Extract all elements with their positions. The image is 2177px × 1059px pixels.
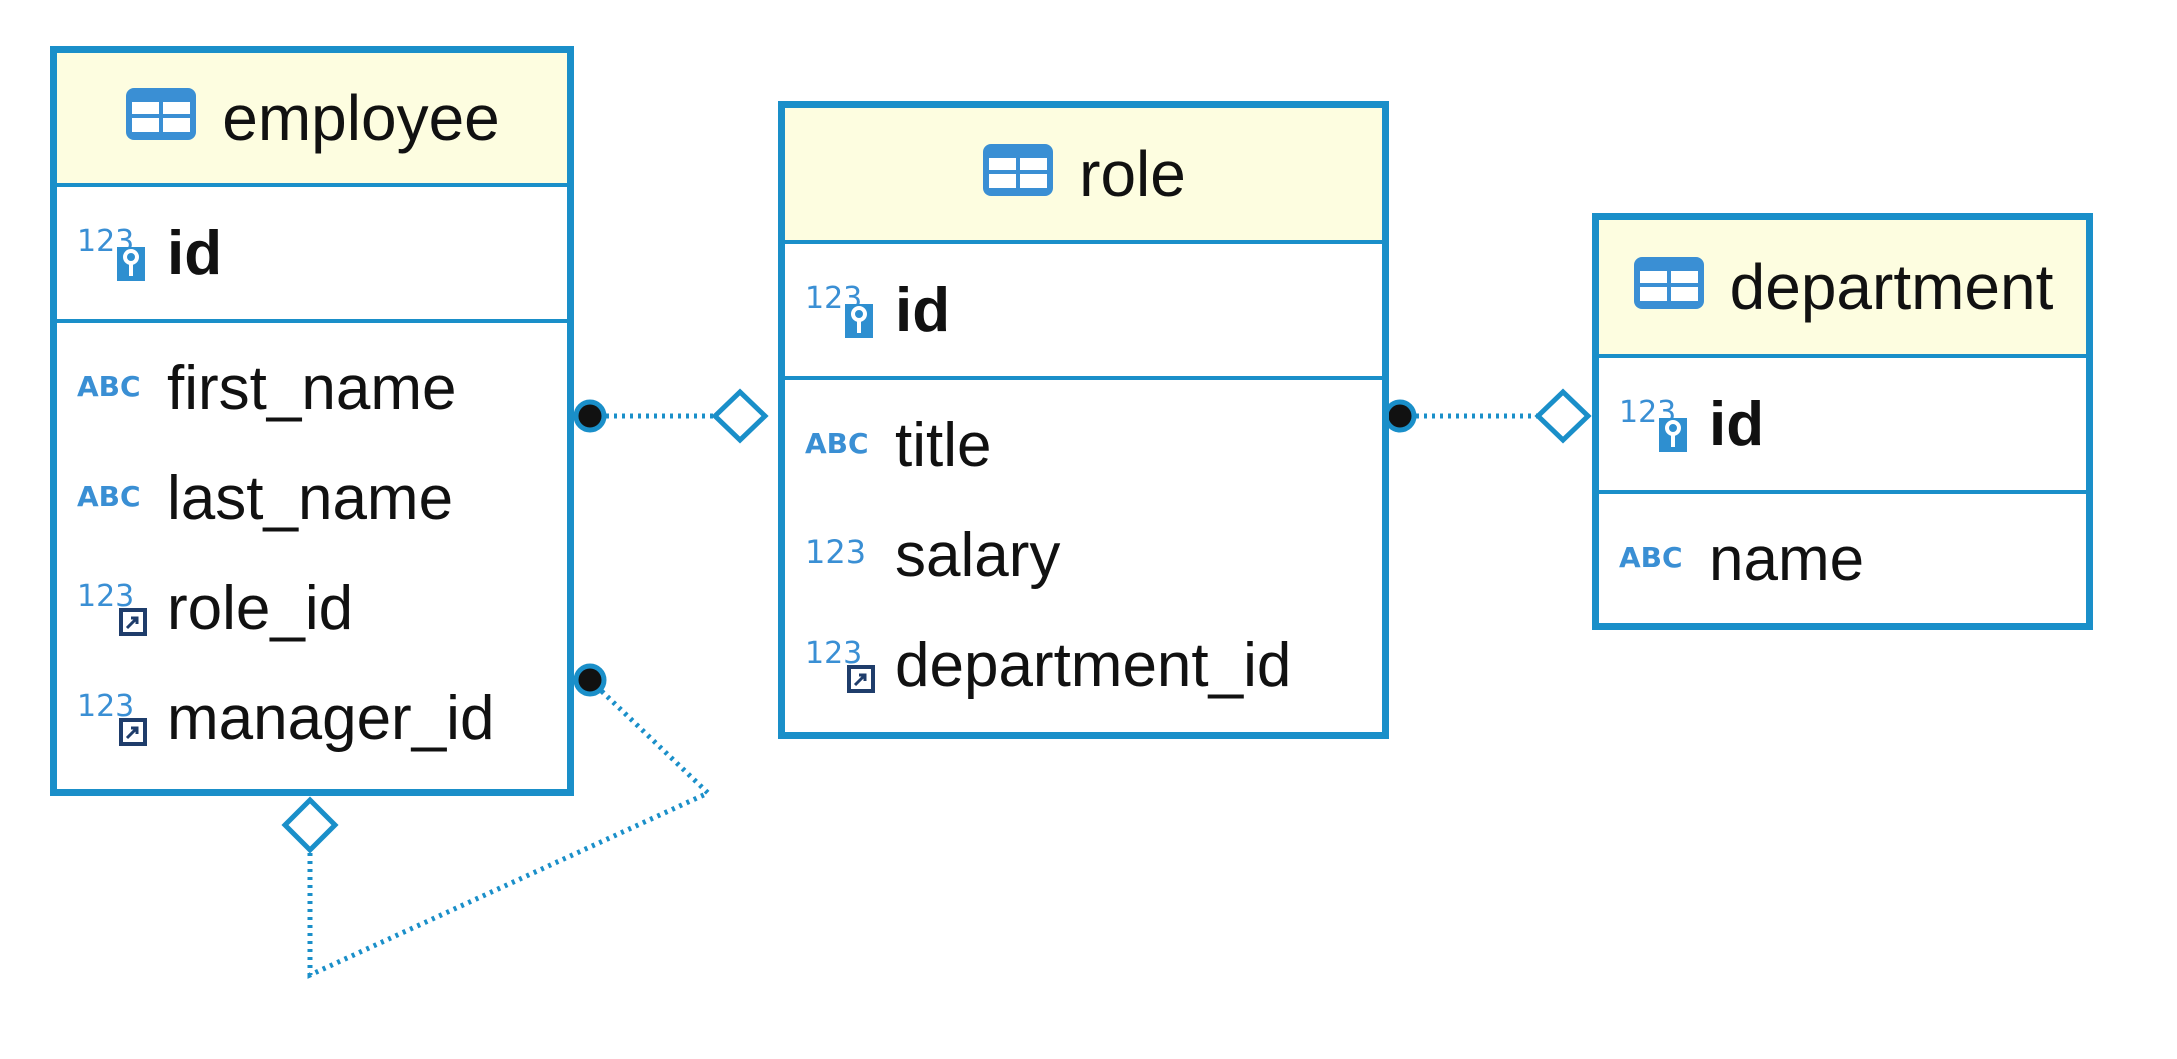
- relationship-source-dot: [1383, 399, 1417, 433]
- column-name: department_id: [895, 630, 1292, 700]
- column-row[interactable]: ABC last_name: [57, 443, 567, 553]
- pk-section: 123 id: [1599, 358, 2086, 494]
- column-name: id: [895, 275, 951, 345]
- svg-text:ABC: ABC: [77, 370, 141, 403]
- text-type-icon: ABC: [1617, 527, 1697, 591]
- column-row[interactable]: 123 role_id: [57, 553, 567, 663]
- column-row[interactable]: 123 id: [785, 255, 950, 365]
- text-type-icon: ABC: [75, 356, 155, 420]
- number-type-icon: 123: [803, 523, 883, 587]
- column-name: first_name: [167, 353, 457, 423]
- relationship-employee-role[interactable]: [573, 388, 769, 444]
- relationship-source-dot: [573, 663, 607, 697]
- column-row[interactable]: 123 id: [1599, 369, 1764, 479]
- column-name: last_name: [167, 463, 454, 533]
- svg-text:ABC: ABC: [1619, 541, 1683, 574]
- relationship-source-dot: [573, 399, 607, 433]
- pk-section: 123 id: [57, 187, 567, 323]
- relationship-employee-manager[interactable]: [281, 663, 713, 979]
- column-row[interactable]: ABC name: [1599, 504, 2086, 614]
- entity-title: department: [1729, 251, 2054, 323]
- relationship-target-diamond: [1534, 388, 1592, 444]
- pk-section: 123 id: [785, 244, 1382, 380]
- columns-section: ABC title 123 salary 123 department_id: [785, 380, 1382, 720]
- entity-title: role: [1079, 138, 1186, 210]
- column-name: name: [1709, 524, 1865, 594]
- column-row[interactable]: 123 department_id: [785, 610, 1382, 720]
- relationship-target-diamond: [281, 796, 339, 854]
- column-name: title: [895, 410, 992, 480]
- relationship-role-department[interactable]: [1383, 388, 1592, 444]
- table-icon: [981, 142, 1061, 206]
- column-row[interactable]: 123 salary: [785, 500, 1382, 610]
- svg-text:123: 123: [805, 533, 866, 571]
- relationship-line: [307, 678, 713, 979]
- entity-header: employee: [57, 53, 567, 187]
- column-row[interactable]: 123 manager_id: [57, 663, 567, 773]
- column-name: id: [167, 218, 223, 288]
- entity-title: employee: [222, 82, 500, 154]
- column-row[interactable]: ABC first_name: [57, 333, 567, 443]
- table-icon: [1632, 255, 1712, 319]
- text-type-icon: ABC: [803, 413, 883, 477]
- entity-employee[interactable]: employee 123 id ABC first_name ABC la: [50, 46, 574, 796]
- column-row[interactable]: ABC title: [785, 390, 1382, 500]
- entity-department[interactable]: department 123 id ABC name: [1592, 213, 2093, 630]
- primary-key-number-icon: 123: [1617, 392, 1697, 456]
- column-name: role_id: [167, 573, 354, 643]
- column-name: manager_id: [167, 683, 495, 753]
- foreign-key-number-icon: 123: [75, 686, 155, 750]
- entity-header: department: [1599, 220, 2086, 358]
- primary-key-number-icon: 123: [75, 221, 155, 285]
- columns-section: ABC name: [1599, 494, 2086, 614]
- svg-text:ABC: ABC: [77, 480, 141, 513]
- column-name: salary: [895, 520, 1061, 590]
- svg-text:ABC: ABC: [805, 427, 869, 460]
- primary-key-number-icon: 123: [803, 278, 883, 342]
- columns-section: ABC first_name ABC last_name 123 role_id…: [57, 323, 567, 773]
- table-icon: [124, 86, 204, 150]
- text-type-icon: ABC: [75, 466, 155, 530]
- foreign-key-number-icon: 123: [803, 633, 883, 697]
- column-row[interactable]: 123 id: [57, 198, 222, 308]
- column-name: id: [1709, 389, 1765, 459]
- foreign-key-number-icon: 123: [75, 576, 155, 640]
- entity-role[interactable]: role 123 id ABC title 123 salary: [778, 101, 1389, 739]
- entity-header: role: [785, 108, 1382, 244]
- relationship-target-diamond: [711, 388, 769, 444]
